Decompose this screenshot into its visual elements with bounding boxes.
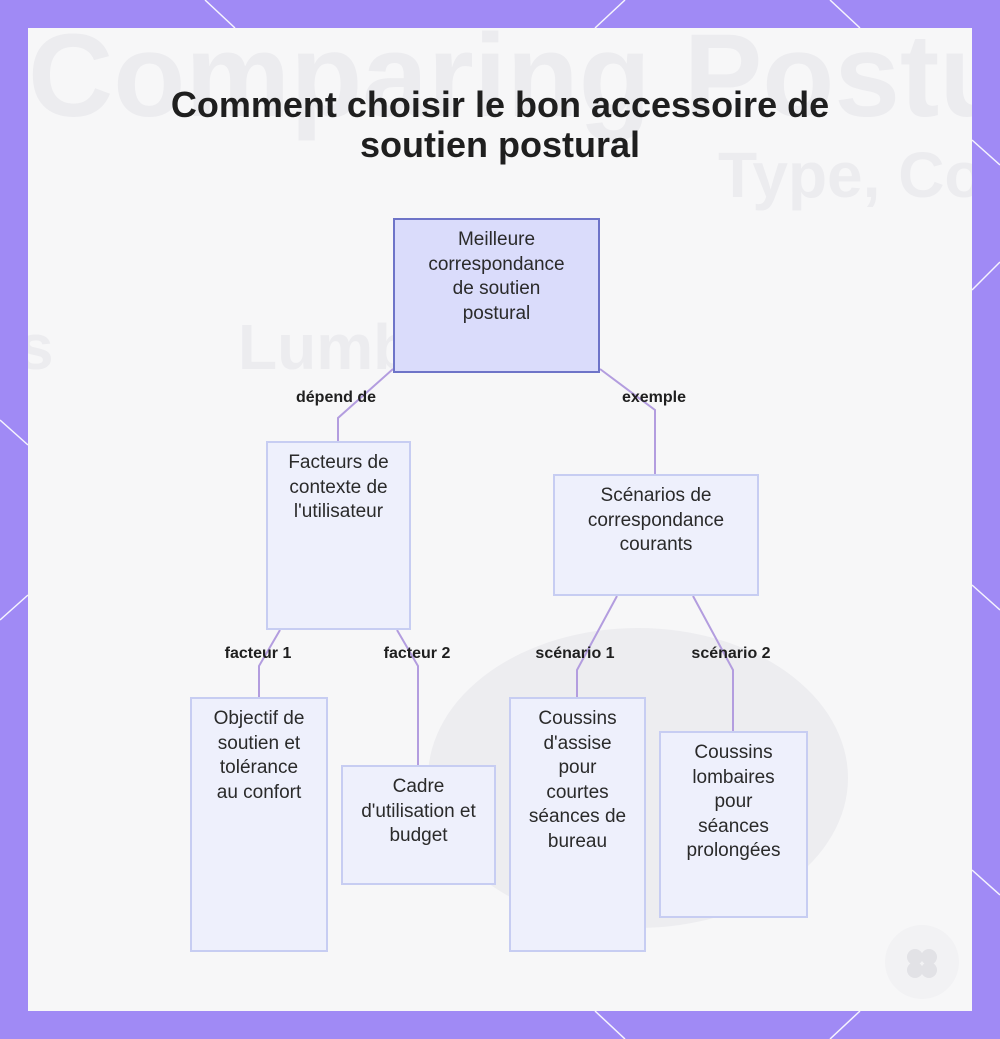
node-user-factors: Facteurs de contexte de l'utilisateur: [266, 441, 411, 630]
node-lumbar-cushions-label: Coussins lombaires pour séances prolongé…: [686, 742, 781, 861]
node-support-goal: Objectif de soutien et tolérance au conf…: [190, 697, 328, 952]
node-usage-setting-label: Cadre d'utilisation et budget: [361, 776, 476, 846]
edge-label-factor-1: facteur 1: [224, 645, 292, 662]
edge-factors-goal: [258, 629, 281, 697]
node-support-goal-label: Objectif de soutien et tolérance au conf…: [213, 708, 305, 803]
node-usage-setting: Cadre d'utilisation et budget: [341, 765, 496, 885]
edge-label-depends-on: dépend de: [295, 389, 377, 406]
logo-icon: [907, 949, 937, 978]
edge-root-scenarios: [599, 368, 656, 474]
edge-label-example: exemple: [621, 389, 687, 406]
node-seat-cushions: Coussins d'assise pour courtes séances d…: [509, 697, 646, 952]
background-ghost-heading: Comparing Postur: [28, 28, 972, 142]
title-line-2: soutien postural: [359, 124, 641, 165]
background-ghost-subheading: Type, Co: [718, 139, 972, 211]
edge-label-scenario-1: scénario 1: [535, 645, 615, 662]
edge-scenarios-seat: [576, 595, 618, 697]
edge-factors-setting: [396, 629, 419, 765]
node-user-factors-label: Facteurs de contexte de l'utilisateur: [288, 452, 389, 522]
edge-label-scenario-2: scénario 2: [691, 645, 771, 662]
edge-root-factors: [337, 368, 394, 442]
title-line-1: Comment choisir le bon accessoire de: [170, 84, 830, 125]
edge-scenarios-lumbar: [692, 595, 734, 731]
node-common-scenarios: Scénarios de correspondance courants: [553, 474, 759, 596]
background-ghost-left: s: [28, 311, 54, 383]
edge-label-factor-2: facteur 2: [383, 645, 451, 662]
node-common-scenarios-label: Scénarios de correspondance courants: [587, 485, 725, 555]
watermark-logo: [885, 925, 959, 999]
node-best-match-label: Meilleure correspondance de soutien post…: [428, 229, 565, 324]
node-seat-cushions-label: Coussins d'assise pour courtes séances d…: [528, 708, 627, 852]
node-lumbar-cushions: Coussins lombaires pour séances prolongé…: [659, 731, 808, 918]
page-title: Comment choisir le bon accessoire de sou…: [0, 85, 1000, 165]
node-best-match: Meilleure correspondance de soutien post…: [393, 218, 600, 373]
